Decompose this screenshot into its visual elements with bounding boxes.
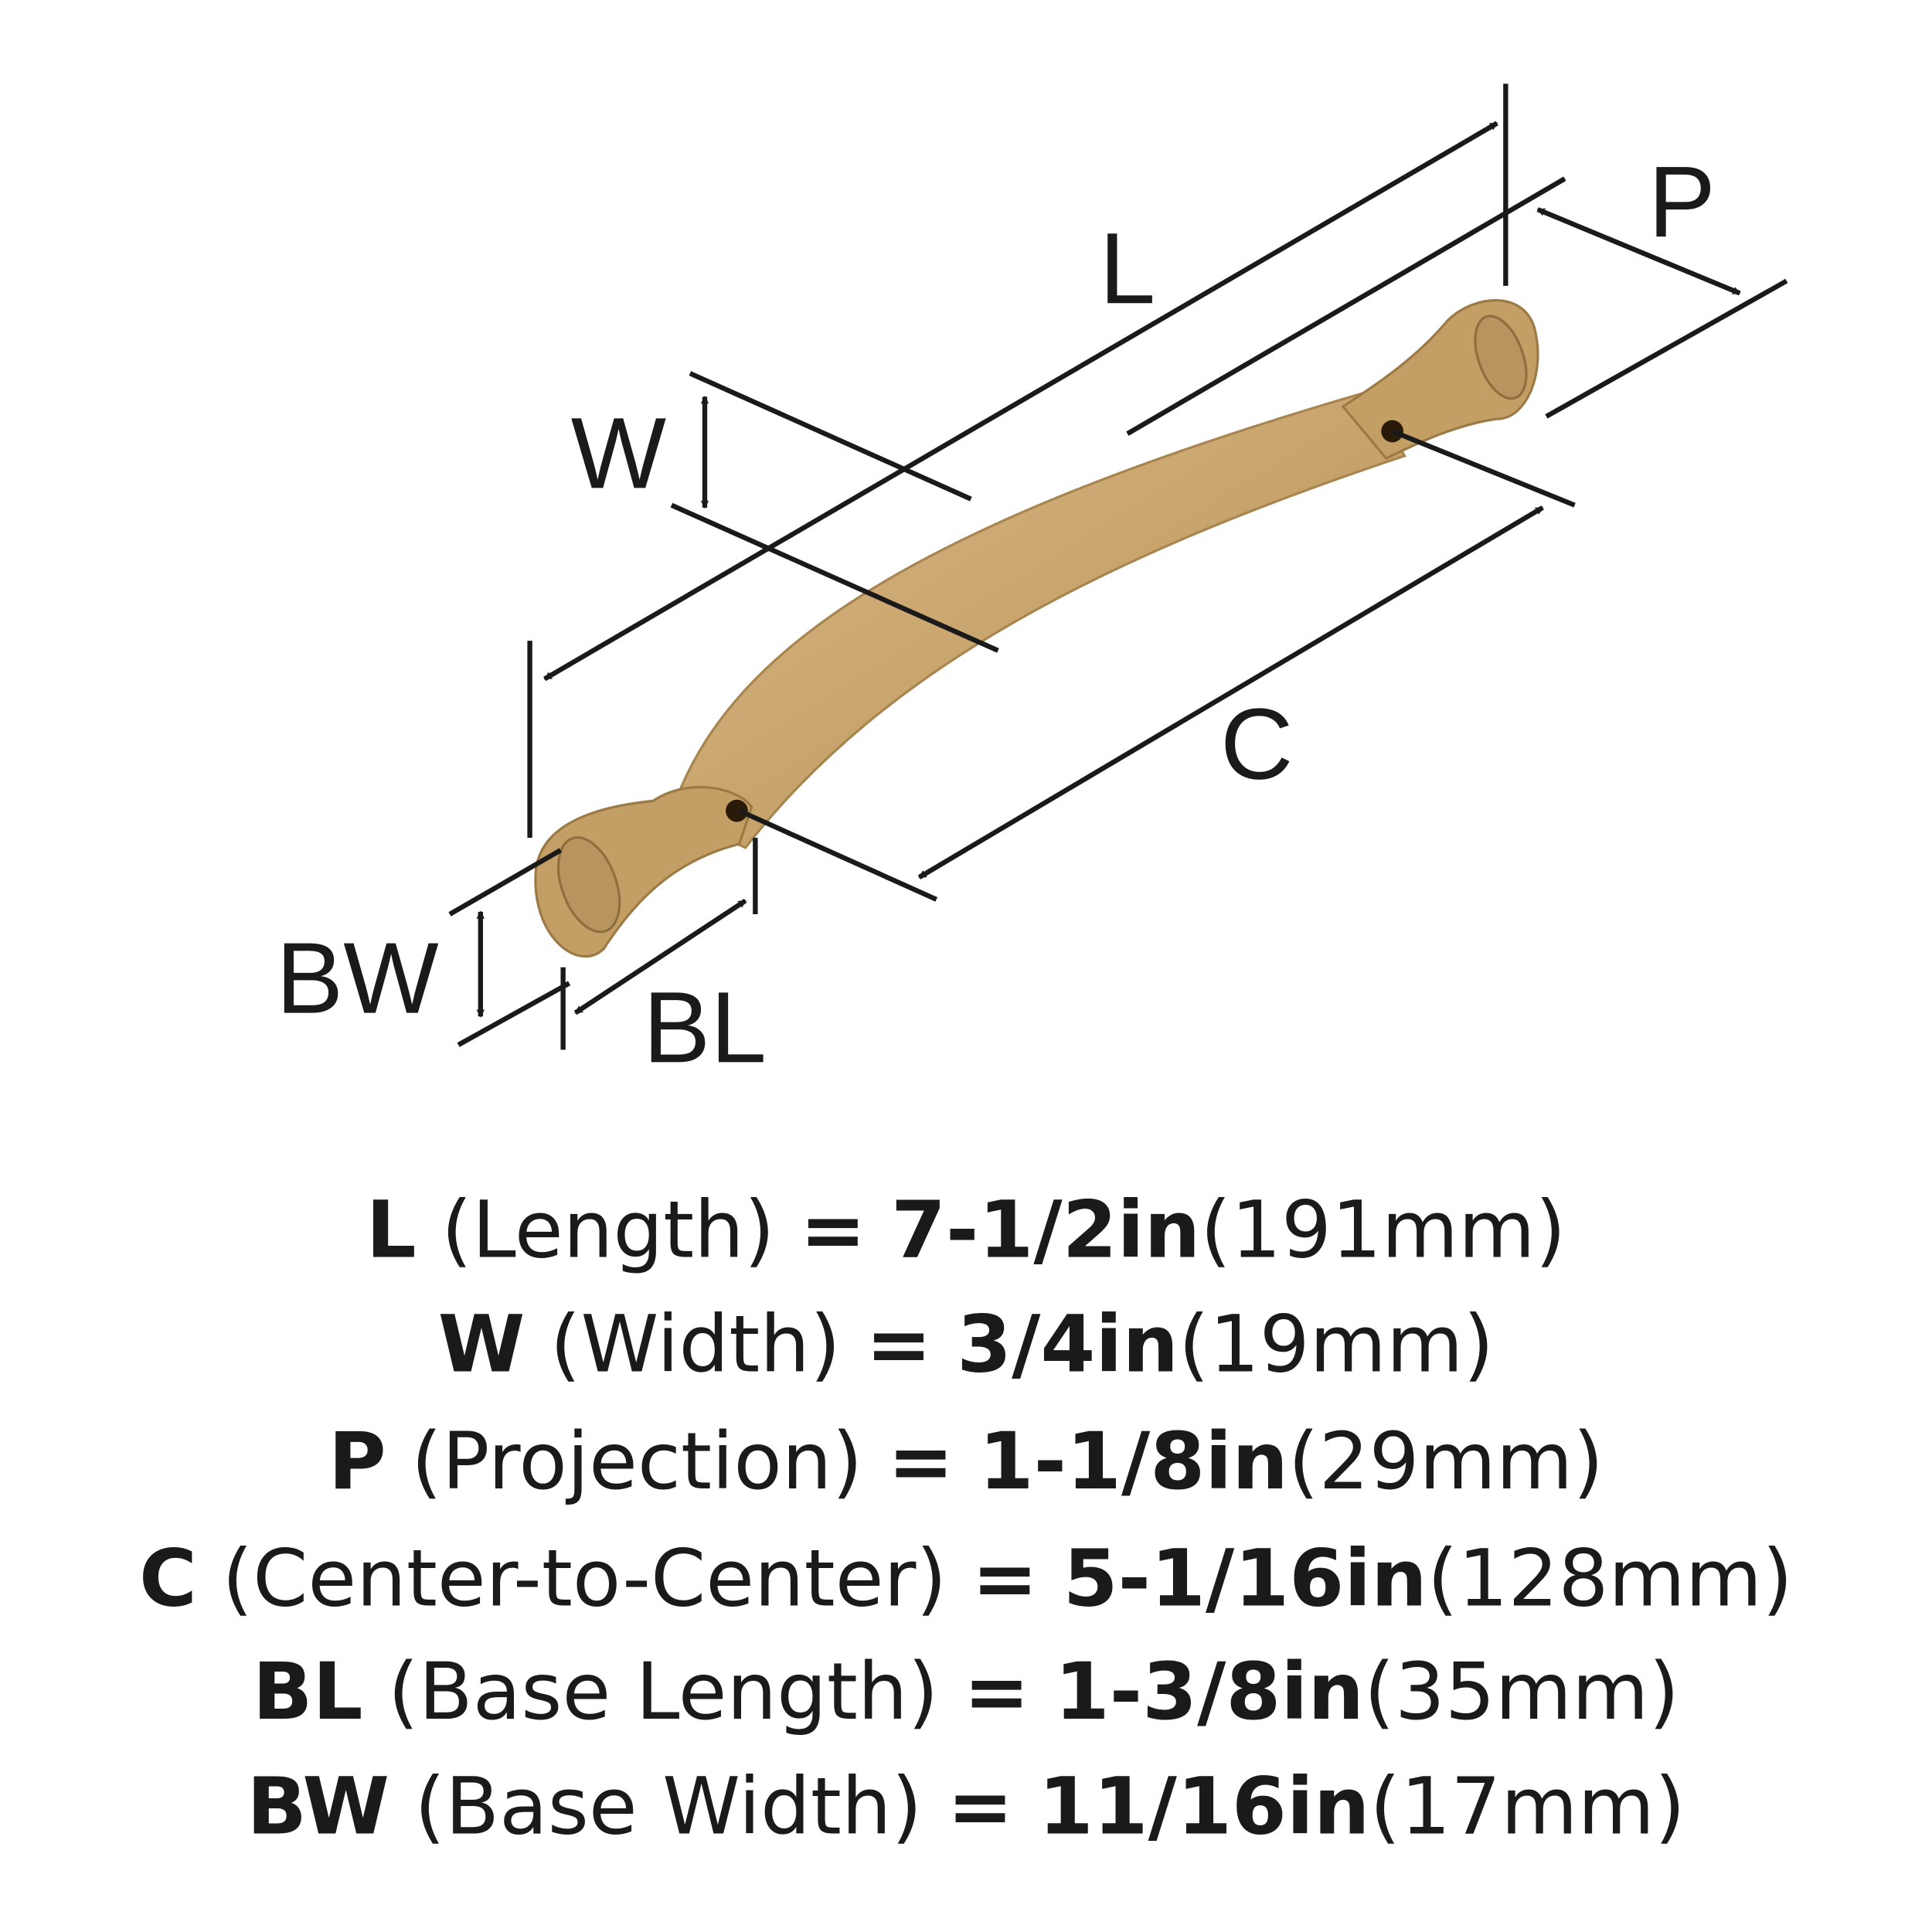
spec-center-to-center: C (Center-to-Center) = 5-1/16in(128mm) bbox=[139, 1532, 1793, 1624]
label-P: P bbox=[1648, 145, 1716, 258]
spec-list: L (Length) = 7-1/2in(191mm) W (Width) = … bbox=[139, 1184, 1793, 1852]
label-BW: BW bbox=[276, 922, 439, 1035]
cabinet-pull-handle bbox=[534, 299, 1539, 958]
label-BL: BL bbox=[643, 971, 767, 1083]
dimension-lines bbox=[448, 83, 1788, 1050]
label-C: C bbox=[1220, 688, 1293, 801]
spec-width: W (Width) = 3/4in(19mm) bbox=[438, 1299, 1495, 1391]
spec-base-length: BL (Base Length) = 1-3/8in(35mm) bbox=[253, 1646, 1680, 1738]
spec-length: L (Length) = 7-1/2in(191mm) bbox=[366, 1184, 1566, 1276]
spec-projection: P (Projection) = 1-1/8in(29mm) bbox=[328, 1416, 1604, 1508]
label-L: L bbox=[1100, 212, 1156, 325]
handle-body bbox=[669, 390, 1406, 849]
label-W: W bbox=[571, 396, 666, 509]
screw-hole-left bbox=[726, 799, 748, 822]
spec-base-width: BW (Base Width) = 11/16in(17mm) bbox=[247, 1760, 1685, 1852]
